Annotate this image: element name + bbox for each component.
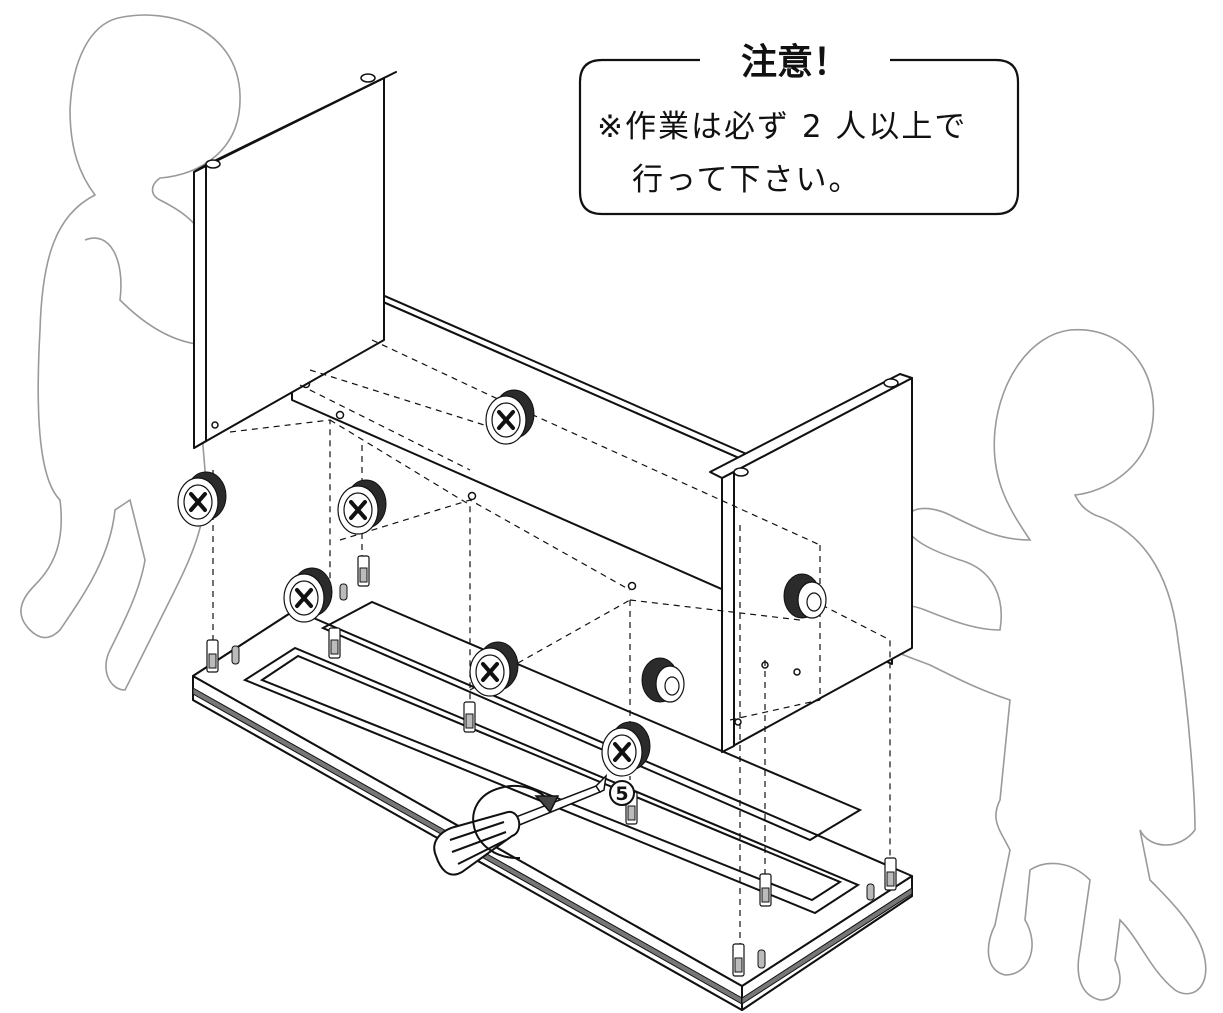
cam-bolt xyxy=(206,639,219,673)
step-number: 5 xyxy=(615,783,628,805)
caution-title: 注意！ xyxy=(741,42,849,83)
caution-line-1: ※作業は必ず 2 人以上で xyxy=(597,109,967,145)
left-side-panel xyxy=(193,71,397,449)
cam-bolt xyxy=(884,857,897,891)
cam-bolt xyxy=(732,943,745,977)
cam-lock xyxy=(469,641,519,697)
cam-lock xyxy=(337,479,387,535)
cam-lock-housing xyxy=(641,657,685,703)
dowel-pin xyxy=(231,645,240,665)
dowel-pin xyxy=(339,583,348,601)
person-left-figure xyxy=(20,14,241,691)
cam-bolt xyxy=(328,627,341,659)
caution-line-2: 行って下さい。 xyxy=(632,162,861,198)
right-side-panel xyxy=(709,373,913,753)
dowel-pin xyxy=(866,883,875,901)
cam-lock xyxy=(601,721,651,777)
alignment-guides xyxy=(212,339,891,960)
rotate-arrow-icon xyxy=(472,784,560,860)
cam-lock xyxy=(485,389,535,445)
cam-bolt xyxy=(759,873,772,907)
cam-bolt xyxy=(357,555,370,587)
cam-lock-housing xyxy=(783,573,827,619)
step-number-badge: 5 xyxy=(609,780,635,806)
cam-lock xyxy=(177,471,227,527)
person-right-figure xyxy=(874,329,1207,1001)
screwdriver-icon xyxy=(433,773,608,876)
dowel-pin xyxy=(757,949,766,969)
cam-lock xyxy=(283,567,333,623)
caution-callout: 注意！ ※作業は必ず 2 人以上で 行って下さい。 xyxy=(578,42,1020,216)
cam-bolt xyxy=(463,701,476,733)
